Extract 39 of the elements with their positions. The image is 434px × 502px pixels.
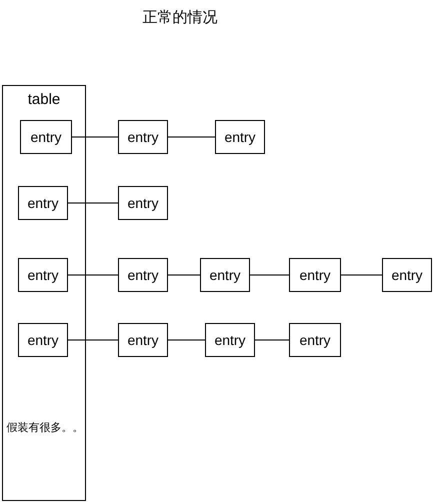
entry-box: [200, 258, 250, 292]
title: 正常的情况: [142, 8, 218, 27]
entry-label: entry: [127, 195, 159, 211]
entry-box: [289, 323, 341, 357]
entry-label: entry: [27, 195, 59, 211]
note-text: 假装有很多。。: [6, 421, 84, 435]
entry-label: entry: [214, 332, 246, 348]
table-heading: table: [26, 91, 62, 108]
connector-line: [68, 274, 118, 276]
entry-box: [118, 323, 168, 357]
entry-label: entry: [127, 129, 159, 145]
entry-box: [118, 258, 168, 292]
entry-box: [118, 186, 168, 220]
entry-label: entry: [27, 332, 59, 348]
connector-line: [250, 274, 290, 276]
entry-box: [205, 323, 255, 357]
connector-line: [68, 202, 118, 204]
entry-label: entry: [127, 332, 159, 348]
entry-box: [18, 258, 68, 292]
entry-box: [18, 323, 68, 357]
entry-label: entry: [224, 129, 256, 145]
entry-box: [118, 120, 168, 154]
entry-label: entry: [27, 267, 59, 283]
entry-label: entry: [30, 129, 62, 145]
entry-label: entry: [209, 267, 241, 283]
entry-label: entry: [299, 332, 331, 348]
connector-line: [168, 274, 200, 276]
entry-box: [289, 258, 341, 292]
connector-line: [340, 274, 382, 276]
entry-label: entry: [127, 267, 159, 283]
entry-label: entry: [391, 267, 423, 283]
entry-box: [215, 120, 265, 154]
entry-box: [382, 258, 432, 292]
entry-label: entry: [299, 267, 331, 283]
connector-line: [168, 136, 216, 138]
table-box: [2, 85, 86, 501]
entry-box: [18, 186, 68, 220]
entry-box: [20, 120, 72, 154]
connector-line: [72, 136, 118, 138]
